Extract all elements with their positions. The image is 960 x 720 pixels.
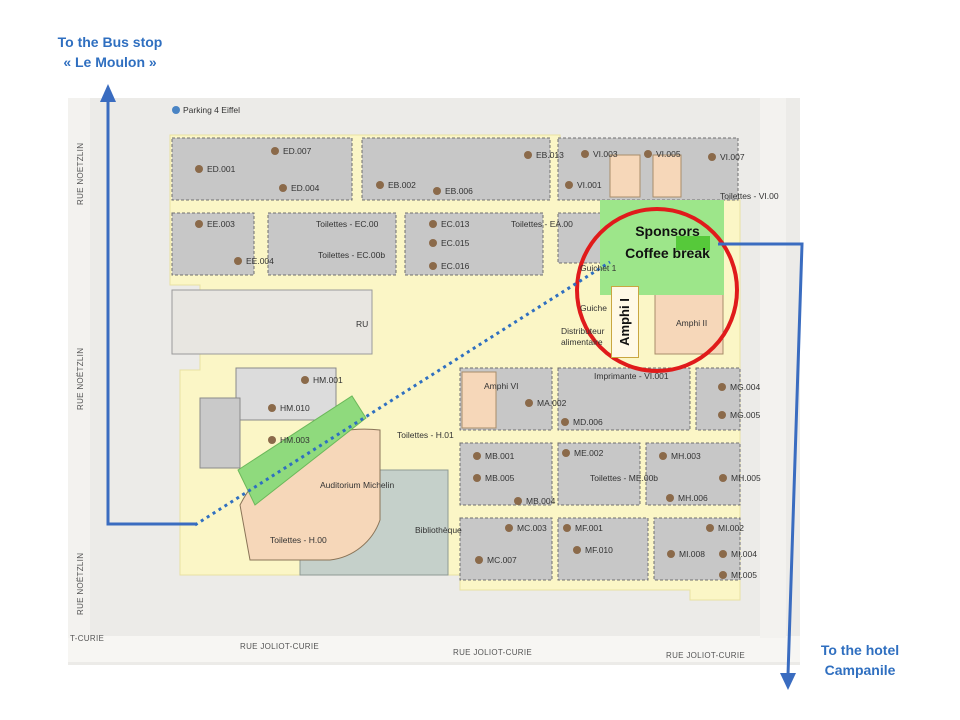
- svg-text:Toilettes - EA.00: Toilettes - EA.00: [511, 219, 573, 229]
- svg-text:MH.005: MH.005: [731, 473, 761, 483]
- svg-text:MF.010: MF.010: [585, 545, 613, 555]
- svg-text:MB.005: MB.005: [485, 473, 515, 483]
- hotel-arrow-head: [780, 673, 796, 690]
- svg-text:Bibliothèque: Bibliothèque: [415, 525, 462, 535]
- svg-text:ME.002: ME.002: [574, 448, 604, 458]
- svg-text:Guiche: Guiche: [580, 303, 607, 313]
- svg-text:RUE NOETZLIN: RUE NOETZLIN: [76, 143, 85, 205]
- coffee-break-text: Coffee break: [625, 245, 710, 261]
- svg-text:VI.001: VI.001: [577, 180, 602, 190]
- bus-stop-direction: To the Bus stop « Le Moulon »: [30, 32, 190, 72]
- svg-text:RUE JOLIOT-CURIE: RUE JOLIOT-CURIE: [240, 642, 319, 651]
- svg-text:alimentaire: alimentaire: [561, 337, 603, 347]
- svg-text:Guichet 1: Guichet 1: [580, 263, 617, 273]
- svg-text:MC.003: MC.003: [517, 523, 547, 533]
- svg-text:MI.004: MI.004: [731, 549, 757, 559]
- svg-text:MH.006: MH.006: [678, 493, 708, 503]
- svg-text:ED.007: ED.007: [283, 146, 312, 156]
- svg-text:Toilettes - H.00: Toilettes - H.00: [270, 535, 327, 545]
- svg-text:Distributeur: Distributeur: [561, 326, 605, 336]
- svg-text:Toilettes - VI.00: Toilettes - VI.00: [720, 191, 779, 201]
- svg-text:EB.002: EB.002: [388, 180, 416, 190]
- amphi-i-label: Amphi I: [617, 298, 632, 346]
- svg-text:MI.005: MI.005: [731, 570, 757, 580]
- rooms: [171, 137, 741, 581]
- sponsors-label: Sponsors Coffee break: [600, 220, 735, 264]
- svg-text:HM.010: HM.010: [280, 403, 310, 413]
- hotel-line2: Campanile: [824, 662, 896, 678]
- svg-text:Imprimante - VI.001: Imprimante - VI.001: [594, 371, 669, 381]
- right-lane: [760, 98, 786, 638]
- svg-text:RUE JOLIOT-CURIE: RUE JOLIOT-CURIE: [453, 648, 532, 657]
- svg-text:VI.003: VI.003: [593, 149, 618, 159]
- svg-text:RUE NOËTZLIN: RUE NOËTZLIN: [76, 553, 85, 615]
- svg-text:EC.013: EC.013: [441, 219, 470, 229]
- svg-text:MD.006: MD.006: [573, 417, 603, 427]
- sponsors-text: Sponsors: [635, 223, 700, 239]
- bus-stop-line1: To the Bus stop: [57, 34, 163, 50]
- svg-text:Toilettes - EC.00: Toilettes - EC.00: [316, 219, 379, 229]
- bus-stop-line2: « Le Moulon »: [63, 54, 157, 70]
- svg-text:ED.004: ED.004: [291, 183, 320, 193]
- coffee-spot: [676, 236, 710, 250]
- svg-text:Toilettes - H.01: Toilettes - H.01: [397, 430, 454, 440]
- svg-text:Amphi VI: Amphi VI: [484, 381, 519, 391]
- svg-text:EC.016: EC.016: [441, 261, 470, 271]
- bus-arrow-head: [100, 84, 116, 102]
- street-joliot-curie: [68, 636, 800, 662]
- svg-text:VI.007: VI.007: [720, 152, 745, 162]
- amphi-i-box: Amphi I: [611, 286, 639, 358]
- route-to-bus: [106, 100, 196, 526]
- svg-text:EB.013: EB.013: [536, 150, 564, 160]
- street-noetzlin: [68, 98, 90, 638]
- svg-text:MI.008: MI.008: [679, 549, 705, 559]
- svg-text:MF.001: MF.001: [575, 523, 603, 533]
- svg-text:RUE JOLIOT-CURIE: RUE JOLIOT-CURIE: [666, 651, 745, 660]
- svg-text:Auditorium Michelin: Auditorium Michelin: [320, 480, 394, 490]
- svg-text:RU: RU: [356, 319, 368, 329]
- svg-text:EE.003: EE.003: [207, 219, 235, 229]
- svg-text:MH.003: MH.003: [671, 451, 701, 461]
- svg-text:MB.001: MB.001: [485, 451, 515, 461]
- svg-text:MB.004: MB.004: [526, 496, 556, 506]
- svg-text:Toilettes - EC.00b: Toilettes - EC.00b: [318, 250, 385, 260]
- svg-text:VI.005: VI.005: [656, 149, 681, 159]
- highlight-circle: [575, 207, 739, 373]
- room-labels: Parking 4 Eiffel ED.007 ED.001 ED.004 EB…: [172, 105, 779, 580]
- hotel-line1: To the hotel: [820, 642, 900, 658]
- route-to-hotel: [718, 242, 804, 676]
- svg-text:HM.003: HM.003: [280, 435, 310, 445]
- svg-text:EB.006: EB.006: [445, 186, 473, 196]
- svg-text:RUE NOËTZLIN: RUE NOËTZLIN: [76, 348, 85, 410]
- svg-text:MG.004: MG.004: [730, 382, 761, 392]
- svg-text:Toilettes - ME.00b: Toilettes - ME.00b: [590, 473, 658, 483]
- room-pins: [195, 147, 727, 579]
- hotel-direction: To the hotel Campanile: [790, 640, 930, 680]
- svg-text:EE.004: EE.004: [246, 256, 274, 266]
- svg-text:EC.015: EC.015: [441, 238, 470, 248]
- label-parking: Parking 4 Eiffel: [183, 105, 240, 115]
- svg-text:ED.001: ED.001: [207, 164, 236, 174]
- svg-text:MA.002: MA.002: [537, 398, 567, 408]
- street-labels: RUE NOETZLIN RUE NOËTZLIN RUE NOËTZLIN T…: [70, 143, 745, 660]
- svg-text:HM.001: HM.001: [313, 375, 343, 385]
- svg-text:T-CURIE: T-CURIE: [70, 634, 104, 643]
- svg-text:Amphi II: Amphi II: [676, 318, 707, 328]
- svg-text:MI.002: MI.002: [718, 523, 744, 533]
- green-band: [237, 395, 367, 506]
- route-dotted: [194, 260, 611, 527]
- svg-text:MG.005: MG.005: [730, 410, 761, 420]
- svg-text:MC.007: MC.007: [487, 555, 517, 565]
